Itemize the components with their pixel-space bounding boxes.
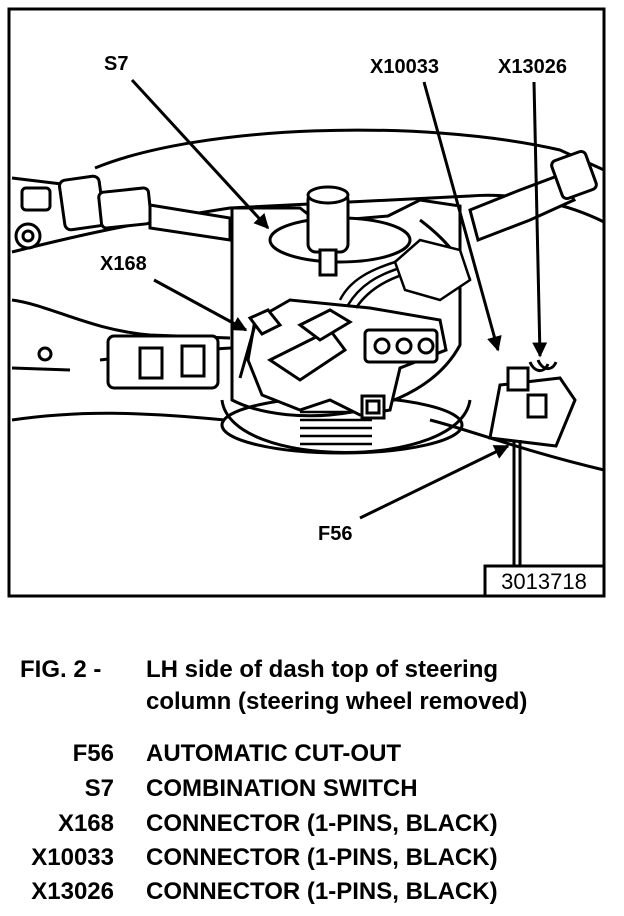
figure-caption: LH side of dash top of steering column (… xyxy=(146,654,527,718)
callout-leaders xyxy=(130,78,548,520)
legend-row-x168: X168 CONNECTOR (1-PINS, BLACK) xyxy=(0,810,624,844)
callout-x13026: X13026 xyxy=(498,56,567,78)
legend-code: X168 xyxy=(57,810,114,837)
leader-x10033 xyxy=(422,81,502,352)
left-dash-controls xyxy=(14,222,220,390)
legend-row-f56: F56 AUTOMATIC CUT-OUT xyxy=(0,740,624,774)
wiring-harness xyxy=(338,238,472,309)
callout-s7: S7 xyxy=(104,53,128,75)
leader-x168 xyxy=(153,278,248,332)
legend-desc: AUTOMATIC CUT-OUT xyxy=(146,740,402,767)
figure-frame xyxy=(7,7,606,598)
steering-shaft xyxy=(300,185,372,446)
legend-code: X13026 xyxy=(31,878,114,905)
callout-x10033: X10033 xyxy=(370,56,439,78)
caption-line-2: column (steering wheel removed) xyxy=(146,688,528,715)
legend-desc: CONNECTOR (1-PINS, BLACK) xyxy=(146,878,498,905)
figure-number: FIG. 2 - xyxy=(20,656,102,683)
automatic-cutout-relay xyxy=(488,359,577,570)
legend-code: X10033 xyxy=(31,844,114,871)
connector-x168-shape xyxy=(238,308,283,379)
reference-box xyxy=(483,564,606,598)
legend-row-s7: S7 COMBINATION SWITCH xyxy=(0,775,624,809)
caption-line-1: LH side of dash top of steering xyxy=(146,656,499,683)
leader-x13026 xyxy=(532,81,548,358)
legend-desc: CONNECTOR (1-PINS, BLACK) xyxy=(146,810,498,837)
callout-f56: F56 xyxy=(318,523,352,545)
combination-switch xyxy=(246,298,448,420)
legend-code: F56 xyxy=(72,740,114,767)
callout-x168: X168 xyxy=(100,253,147,275)
steering-column-illustration: 3013718 S7 X10033 X13026 X168 F56 xyxy=(7,7,606,598)
leader-s7 xyxy=(130,78,270,230)
left-stalk xyxy=(20,174,232,242)
reference-number: 3013718 xyxy=(501,569,587,594)
legend-code: S7 xyxy=(84,775,114,802)
leader-f56 xyxy=(359,444,510,520)
legend-desc: COMBINATION SWITCH xyxy=(146,775,418,802)
legend-row-x10033: X10033 CONNECTOR (1-PINS, BLACK) xyxy=(0,844,624,878)
legend-row-x13026: X13026 CONNECTOR (1-PINS, BLACK) xyxy=(0,878,624,912)
legend-desc: CONNECTOR (1-PINS, BLACK) xyxy=(146,844,498,871)
